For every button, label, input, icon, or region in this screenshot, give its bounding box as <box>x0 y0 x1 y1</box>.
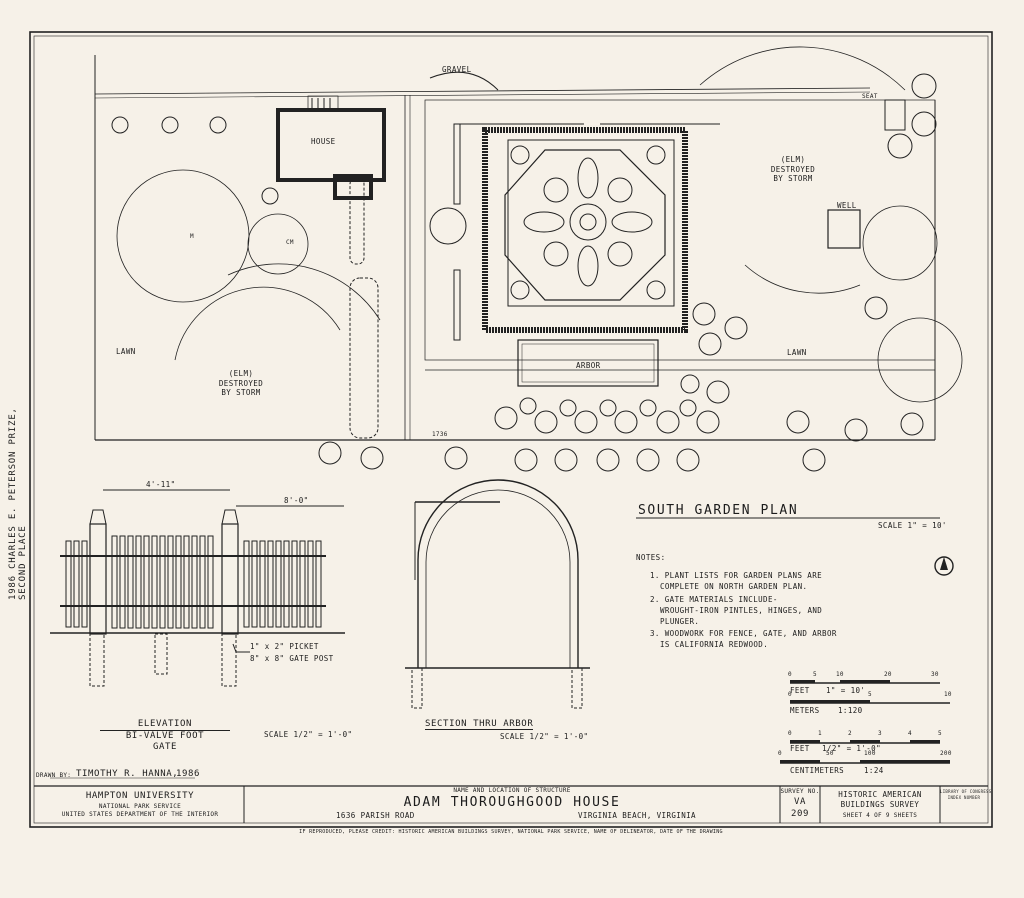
survey-state: VA <box>793 797 807 807</box>
habs-line-2: BUILDINGS SURVEY <box>840 800 920 809</box>
org-sub-2: UNITED STATES DEPARTMENT OF THE INTERIOR <box>61 811 219 818</box>
gravel-label: GRAVEL <box>442 65 472 74</box>
picket-label: 1" x 2" PICKET <box>250 642 319 651</box>
section-title: SECTION THRU ARBOR <box>425 719 534 730</box>
drawn-by-label: DRAWN BY: <box>36 772 72 779</box>
loc-line-2: INDEX NUMBER <box>947 795 981 800</box>
well-label: WELL <box>837 201 857 210</box>
survey-caption: SURVEY NO. <box>780 788 820 795</box>
survey-number: 209 <box>790 809 810 819</box>
sidebar-credit: 1986 CHARLES E. PETERSON PRIZE, SECOND P… <box>8 407 28 600</box>
seat-label: SEAT <box>862 93 878 100</box>
loc-line-1: LIBRARY OF CONGRESS <box>940 789 992 794</box>
structure-name: ADAM THOROUGHGOOD HOUSE <box>403 795 621 810</box>
parterre <box>482 127 688 333</box>
arbor-label: ARBOR <box>576 361 601 370</box>
post-label: 8" x 8" GATE POST <box>250 654 334 663</box>
structure-address: 1636 PARISH ROAD <box>336 811 415 820</box>
lawn-left-label: LAWN <box>116 347 136 356</box>
fence-pickets <box>60 535 326 629</box>
org-name: HAMPTON UNIVERSITY <box>85 791 195 801</box>
section-scale: SCALE 1/2" = 1'-0" <box>500 732 589 741</box>
notes-heading: NOTES: <box>636 553 666 562</box>
dim-gate: 4'-11" <box>146 480 176 489</box>
dim-fence: 8'-0" <box>284 496 309 505</box>
org-sub-1: NATIONAL PARK SERVICE <box>98 803 182 810</box>
elm-left-label: (ELM) DESTROYED BY STORM <box>218 369 264 397</box>
plan-title: SOUTH GARDEN PLAN <box>638 503 799 518</box>
structure-city: VIRGINIA BEACH, VIRGINIA <box>578 811 696 820</box>
year-label: 1736 <box>432 431 448 438</box>
credit-line: IF REPRODUCED, PLEASE CREDIT: HISTORIC A… <box>299 829 723 835</box>
m-label: M <box>190 233 194 240</box>
elm-right-label: (ELM) DESTROYED BY STORM <box>770 155 816 183</box>
habs-line-1: HISTORIC AMERICAN <box>838 790 922 799</box>
house-label: HOUSE <box>311 137 336 146</box>
plan-scale: SCALE 1" = 10' <box>878 521 947 530</box>
elevation-scale: SCALE 1/2" = 1'-0" <box>264 730 353 739</box>
lawn-right-label: LAWN <box>787 348 807 357</box>
drawn-by-year: 1986 <box>176 769 201 779</box>
sheet-number: SHEET 4 OF 9 SHEETS <box>842 812 918 819</box>
elevation-title: ELEVATION BI-VALVE FOOT GATE <box>100 719 230 753</box>
drawn-by-name: TIMOTHY R. HANNA, <box>76 769 179 779</box>
cm-label: CM <box>286 239 294 246</box>
note-2: 2. GATE MATERIALS INCLUDE-WROUGHT-IRON P… <box>650 595 823 626</box>
structure-caption: NAME AND LOCATION OF STRUCTURE <box>453 787 571 794</box>
